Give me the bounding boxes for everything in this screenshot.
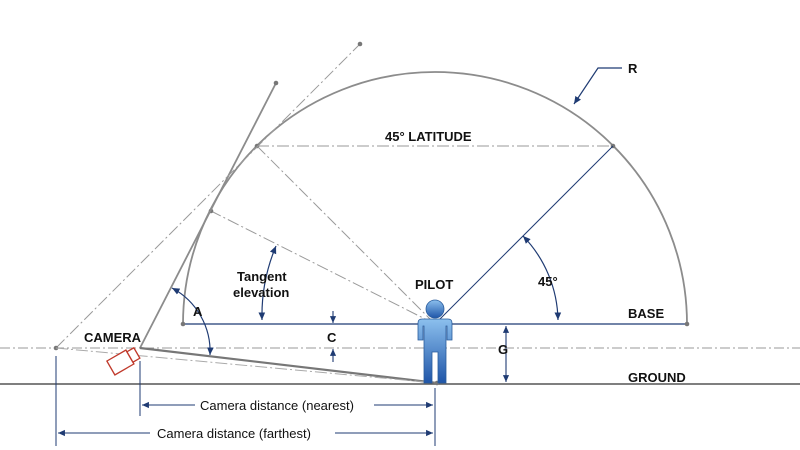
- camera-nearest-sightline: [139, 82, 277, 349]
- pilot-figure-icon: [417, 299, 453, 384]
- tangent-elevation-line: [210, 210, 436, 325]
- radial-line-right: [434, 145, 614, 325]
- tangent-elevation-arc: [258, 245, 277, 321]
- angle-45-label: 45°: [538, 274, 558, 289]
- camera-farthest-sightline: [55, 43, 361, 349]
- radial-line-left: [256, 145, 436, 325]
- latitude-label: 45° LATITUDE: [385, 129, 472, 144]
- ground-label: GROUND: [628, 370, 686, 385]
- base-label: BASE: [628, 306, 664, 321]
- dim-c-label: C: [327, 330, 337, 345]
- angle-45-arc: [522, 235, 562, 321]
- radius-label: R: [628, 61, 638, 76]
- radius-leader: [573, 67, 622, 105]
- camera-nearest-label: Camera distance (nearest): [200, 398, 354, 413]
- base-right-point: [684, 321, 690, 327]
- angle-a-arc: [171, 287, 214, 356]
- tangent-label-line1: Tangent: [237, 269, 287, 284]
- camera-label: CAMERA: [84, 330, 142, 345]
- pilot-label: PILOT: [415, 277, 453, 292]
- camera-icon: [105, 346, 141, 376]
- farthest-end-point: [357, 41, 363, 47]
- camera-to-pilot-line: [139, 346, 438, 385]
- tangent-label-line2: elevation: [233, 285, 289, 300]
- camera-farthest-label: Camera distance (farthest): [157, 426, 311, 441]
- dim-g-label: G: [498, 342, 508, 357]
- base-left-point: [180, 321, 186, 327]
- sightline-end-point: [273, 80, 279, 86]
- angle-a-label: A: [193, 304, 203, 319]
